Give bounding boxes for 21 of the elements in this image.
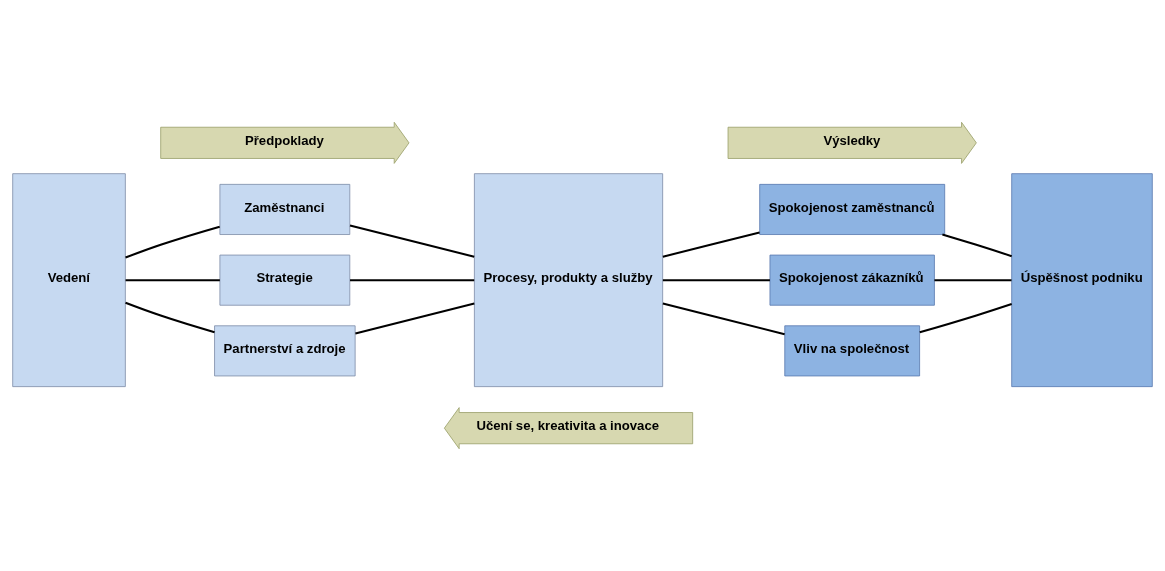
node-box: Zaměstnanci	[219, 183, 351, 235]
node-box: Spokojenost zaměstnanců	[759, 183, 946, 235]
node-box: Procesy, produkty a služby	[473, 173, 664, 388]
connector	[125, 279, 220, 282]
connector	[349, 224, 475, 258]
node-box: Vliv na společnost	[784, 325, 920, 377]
node-box: Partnerství a zdroje	[214, 325, 356, 377]
connector	[942, 233, 1012, 258]
connector	[934, 279, 1012, 282]
connector	[662, 279, 770, 282]
connector	[662, 231, 760, 258]
connector	[662, 302, 785, 336]
node-box: Úspěšnost podniku	[1011, 173, 1153, 388]
node-box: Spokojenost zákazníků	[769, 254, 935, 306]
connector	[350, 279, 475, 282]
node-box: Strategie	[219, 254, 351, 306]
node-box: Vedení	[12, 173, 126, 388]
connector	[355, 302, 475, 335]
connector	[125, 225, 220, 259]
connector	[125, 301, 215, 334]
connector	[919, 303, 1012, 334]
